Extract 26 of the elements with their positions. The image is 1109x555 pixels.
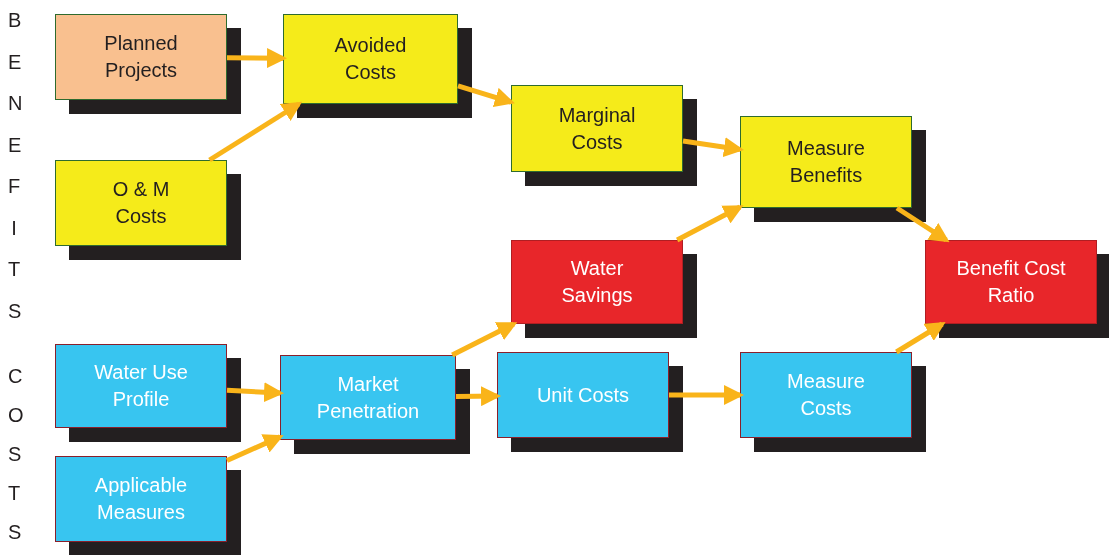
box-label: Measure Costs <box>786 369 866 421</box>
box-label: Unit Costs <box>536 382 630 408</box>
box-label: Water Use Profile <box>93 360 189 412</box>
arrow <box>669 385 744 405</box>
arrow <box>676 204 744 243</box>
arrow <box>225 434 284 463</box>
box-label: Applicable Measures <box>93 473 189 525</box>
box-label: Avoided Costs <box>333 33 408 85</box>
arrow <box>451 321 518 358</box>
arrow <box>455 386 501 407</box>
arrow <box>226 382 284 403</box>
arrow <box>226 48 287 69</box>
box-label: Market Penetration <box>315 371 421 424</box>
box-label: Planned Projects <box>103 31 179 83</box>
box-label: Benefit Cost Ratio <box>955 256 1067 308</box>
box-label: Measure Benefits <box>786 136 866 188</box>
arrow <box>895 321 946 355</box>
arrow <box>895 205 950 243</box>
box-label: O & M Costs <box>111 177 171 229</box>
vertical-label: BENEFITS <box>8 8 28 324</box>
arrow <box>208 101 303 163</box>
arrow <box>682 137 744 157</box>
vertical-label: COSTS <box>8 364 28 545</box>
box-label: Marginal Costs <box>557 102 637 155</box>
arrow <box>457 83 515 107</box>
box-label: Water Savings <box>560 256 634 308</box>
